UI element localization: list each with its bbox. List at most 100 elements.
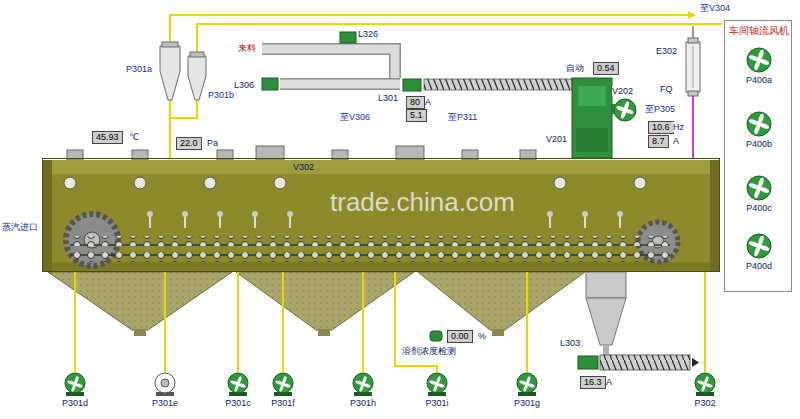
condenser-shell — [686, 42, 700, 92]
feed-duct — [262, 49, 395, 78]
fan-housing — [747, 234, 771, 258]
value-text: 80 — [407, 97, 424, 107]
equipment-tag: P400c — [746, 203, 772, 213]
sight-glass — [554, 177, 566, 189]
value-display: 16.3 — [580, 376, 606, 389]
fan-blade — [519, 380, 528, 386]
fan-blade — [279, 383, 285, 392]
pump-icon — [425, 372, 449, 396]
exhaust-fan: P400b — [746, 111, 772, 137]
pipe-connector — [237, 272, 239, 372]
equipment-tag: L303 — [560, 338, 580, 348]
condenser-tube — [693, 46, 694, 88]
pump-icon — [63, 372, 87, 396]
fan-blade — [703, 376, 709, 385]
dryer-cap — [710, 160, 720, 272]
value-text: 8.7 — [649, 136, 668, 146]
fan-housing — [747, 48, 771, 72]
pump: P301h — [351, 372, 375, 396]
sight-glass — [204, 177, 216, 189]
exhaust-fan: P400d — [746, 233, 772, 259]
fan-blade — [355, 380, 364, 386]
hopper-outlet — [134, 330, 146, 336]
nozzle-head — [582, 211, 588, 217]
equipment-tag: P400a — [746, 75, 772, 85]
pump: P301d — [63, 372, 87, 396]
fan-blade — [757, 113, 765, 125]
value-display: 45.93 — [92, 131, 123, 144]
motor — [403, 79, 421, 91]
value-text: 16.3 — [581, 377, 605, 387]
feed-duct — [280, 78, 400, 90]
fan-blade — [73, 376, 79, 385]
pump-casing — [427, 373, 447, 393]
unit-label: Hz — [673, 122, 684, 132]
fan-blade — [748, 54, 760, 62]
fan-blade — [435, 376, 441, 385]
pump-impeller — [161, 379, 169, 387]
pump-casing — [155, 373, 175, 393]
equipment-tag: P301h — [350, 398, 376, 408]
pump: P301f — [271, 372, 295, 396]
fan-blade — [67, 380, 76, 386]
cyclone-icon — [160, 42, 180, 100]
pump: P301c — [226, 372, 250, 396]
value-display: 22.0 — [176, 137, 202, 150]
sight-glass — [634, 177, 646, 189]
screw-conveyor — [424, 79, 572, 90]
value-display: 0.54 — [593, 62, 619, 75]
pump: P301e — [153, 372, 177, 396]
pipe-connector — [282, 272, 284, 372]
pipe-connector — [74, 272, 76, 372]
feed-duct — [280, 80, 400, 89]
fan-blade — [361, 376, 367, 385]
chain — [70, 236, 670, 246]
unit-label: Pa — [207, 138, 218, 148]
fan-panel: P400aP400bP400cP400d车间轴流风机 — [724, 20, 792, 292]
destination-label: 至P311 — [448, 112, 477, 122]
pump-icon — [515, 372, 539, 396]
dryer-cap — [42, 160, 52, 272]
cyclone-icon — [188, 52, 206, 100]
sensor — [430, 331, 442, 341]
equipment-tag: L326 — [358, 29, 378, 39]
nozzle-head — [617, 211, 623, 217]
pump-icon — [226, 372, 250, 396]
pipe — [170, 15, 688, 42]
pipe — [603, 345, 609, 355]
mode-label: 自动 — [566, 63, 584, 73]
screw-flight — [600, 355, 690, 370]
condenser-icon — [686, 38, 700, 96]
fan-blade — [433, 383, 439, 392]
exhaust-fan: P400c — [746, 175, 772, 201]
nozzle-head — [147, 211, 153, 217]
nozzle-head — [182, 211, 188, 217]
pump-casing — [353, 373, 373, 393]
pump-casing — [273, 373, 293, 393]
value-text: 5.1 — [407, 110, 426, 120]
pipe — [692, 26, 694, 38]
pump: P301g — [515, 372, 539, 396]
value-display: 8.7 — [648, 135, 669, 148]
pump-icon — [271, 372, 295, 396]
sight-glass — [274, 177, 286, 189]
fan-blade — [523, 383, 529, 392]
value-display: 5.1 — [406, 109, 427, 122]
fan — [614, 99, 636, 121]
discharge-bin — [586, 272, 626, 298]
fan-blade — [748, 240, 760, 248]
equipment-tag: L301 — [378, 93, 398, 103]
fan-blade — [753, 245, 761, 257]
value-text: 10.6 — [649, 122, 673, 132]
sensor-label: 溶剂浓度检测 — [402, 346, 456, 356]
unit-label: % — [478, 331, 486, 341]
value-text: 22.0 — [177, 138, 201, 148]
destination-label: 至P305 — [645, 104, 675, 114]
fan-blade — [71, 383, 77, 392]
fan-housing — [747, 112, 771, 136]
pump-icon — [351, 372, 375, 396]
fan-blade — [753, 187, 761, 199]
chain — [70, 252, 670, 262]
cyclone: P301b — [188, 52, 206, 100]
pump: P301i — [425, 372, 449, 396]
